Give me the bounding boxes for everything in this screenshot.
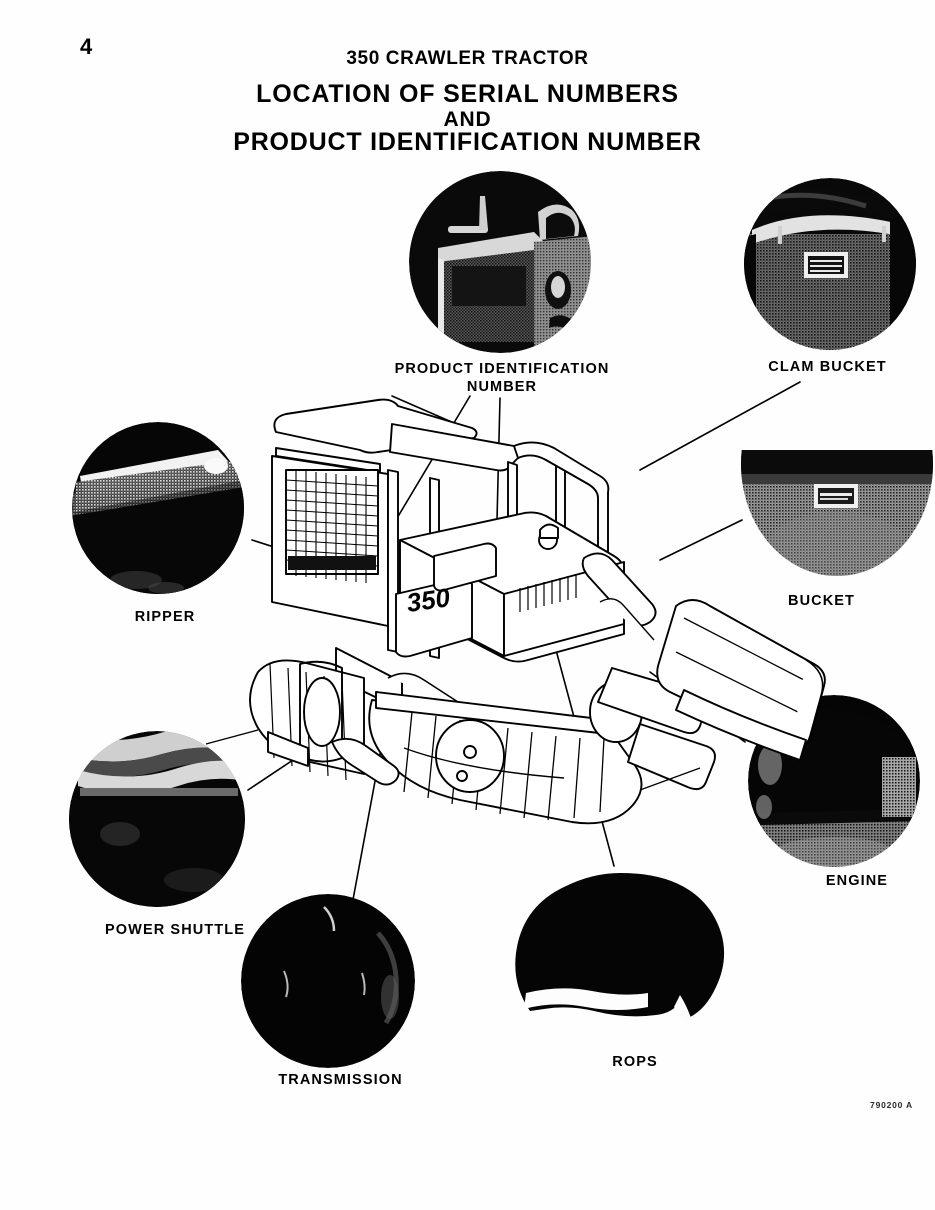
callout-power-shuttle: POWER SHUTTLE xyxy=(105,922,245,938)
callout-rops: ROPS xyxy=(612,1054,658,1070)
callout-engine: ENGINE xyxy=(825,873,889,889)
figure-code: 790200 A xyxy=(870,1100,913,1110)
callout-product-identification-number: PRODUCT IDENTIFICATION NUMBER xyxy=(394,361,610,396)
ripper-photo xyxy=(70,420,250,595)
pin-plate-photo xyxy=(408,170,593,355)
callout-ripper: RIPPER xyxy=(134,609,196,625)
header-title-line2: AND xyxy=(443,108,492,131)
callout-clam-bucket: CLAM BUCKET xyxy=(768,359,887,375)
clam-bucket-photo xyxy=(742,178,922,350)
model-decal: 350 xyxy=(405,582,453,618)
rops-photo xyxy=(512,865,727,1037)
model-decal-text: 350 xyxy=(405,582,453,618)
page-number: 4 xyxy=(80,34,93,59)
header-title-line3: PRODUCT IDENTIFICATION NUMBER xyxy=(233,128,702,156)
header-title-line1: LOCATION OF SERIAL NUMBERS xyxy=(256,80,679,108)
power-shuttle-photo xyxy=(68,730,250,908)
transmission-photo xyxy=(240,893,418,1069)
callout-transmission: TRANSMISSION xyxy=(278,1072,403,1088)
callout-bucket: BUCKET xyxy=(788,593,856,609)
header-model: 350 CRAWLER TRACTOR xyxy=(346,48,589,69)
bucket-photo xyxy=(740,450,935,580)
